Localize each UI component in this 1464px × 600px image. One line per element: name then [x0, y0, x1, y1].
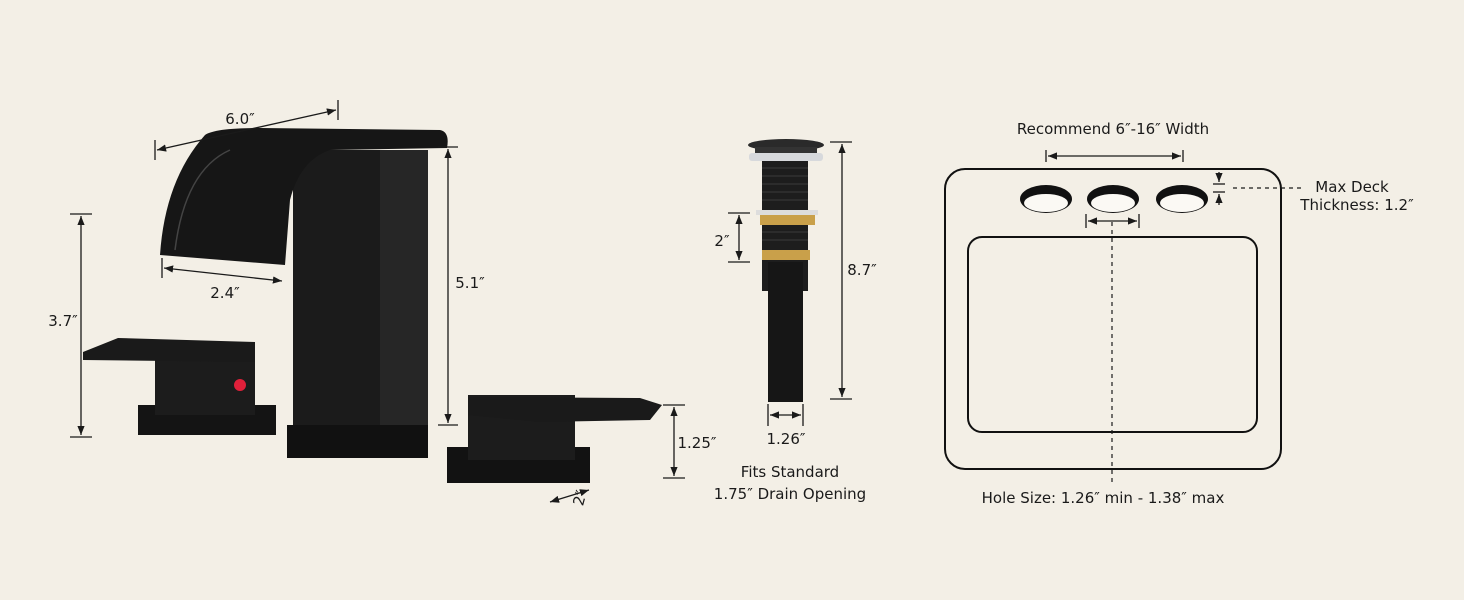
width-recommendation-label: Recommend 6″-16″ Width	[1017, 120, 1209, 138]
handle-base-height-label: 1.25″	[677, 434, 716, 452]
sink-diagram: Recommend 6″-16″ Width Max Deck Thicknes…	[944, 120, 1414, 507]
hole-size-label: Hole Size: 1.26″ min - 1.38″ max	[982, 489, 1225, 507]
drain-note-line1: Fits Standard	[741, 463, 839, 481]
spout-height-label: 5.1″	[455, 274, 485, 292]
right-handle	[447, 395, 662, 483]
spout-width-label: 6.0″	[225, 110, 255, 128]
drain-dimensions: 8.7″ 2″ 1.26″ Fits Standard 1.75″ Drain …	[714, 141, 877, 503]
deck-thickness-label-1: Max Deck	[1315, 178, 1389, 196]
handle-height-label: 3.7″	[48, 312, 78, 330]
hot-indicator-icon	[234, 379, 246, 391]
handle-base-width-label: 2″	[569, 488, 590, 508]
faucet-holes	[1020, 185, 1208, 213]
left-handle	[83, 338, 276, 435]
pop-up-drain	[748, 139, 824, 402]
drain-length-label: 8.7″	[847, 261, 877, 279]
spout-reach-label: 2.4″	[210, 284, 240, 302]
deck-thickness-label-2: Thickness: 1.2″	[1299, 196, 1414, 214]
drain-note-line2: 1.75″ Drain Opening	[714, 485, 866, 503]
faucet-dimensions: 6.0″ 2.4″ 5.1″ 3.7″ 1.25″ 2″	[48, 100, 717, 508]
faucet-spout	[160, 128, 448, 458]
drain-thread-label: 2″	[714, 232, 730, 250]
drain-diameter-label: 1.26″	[766, 430, 805, 448]
